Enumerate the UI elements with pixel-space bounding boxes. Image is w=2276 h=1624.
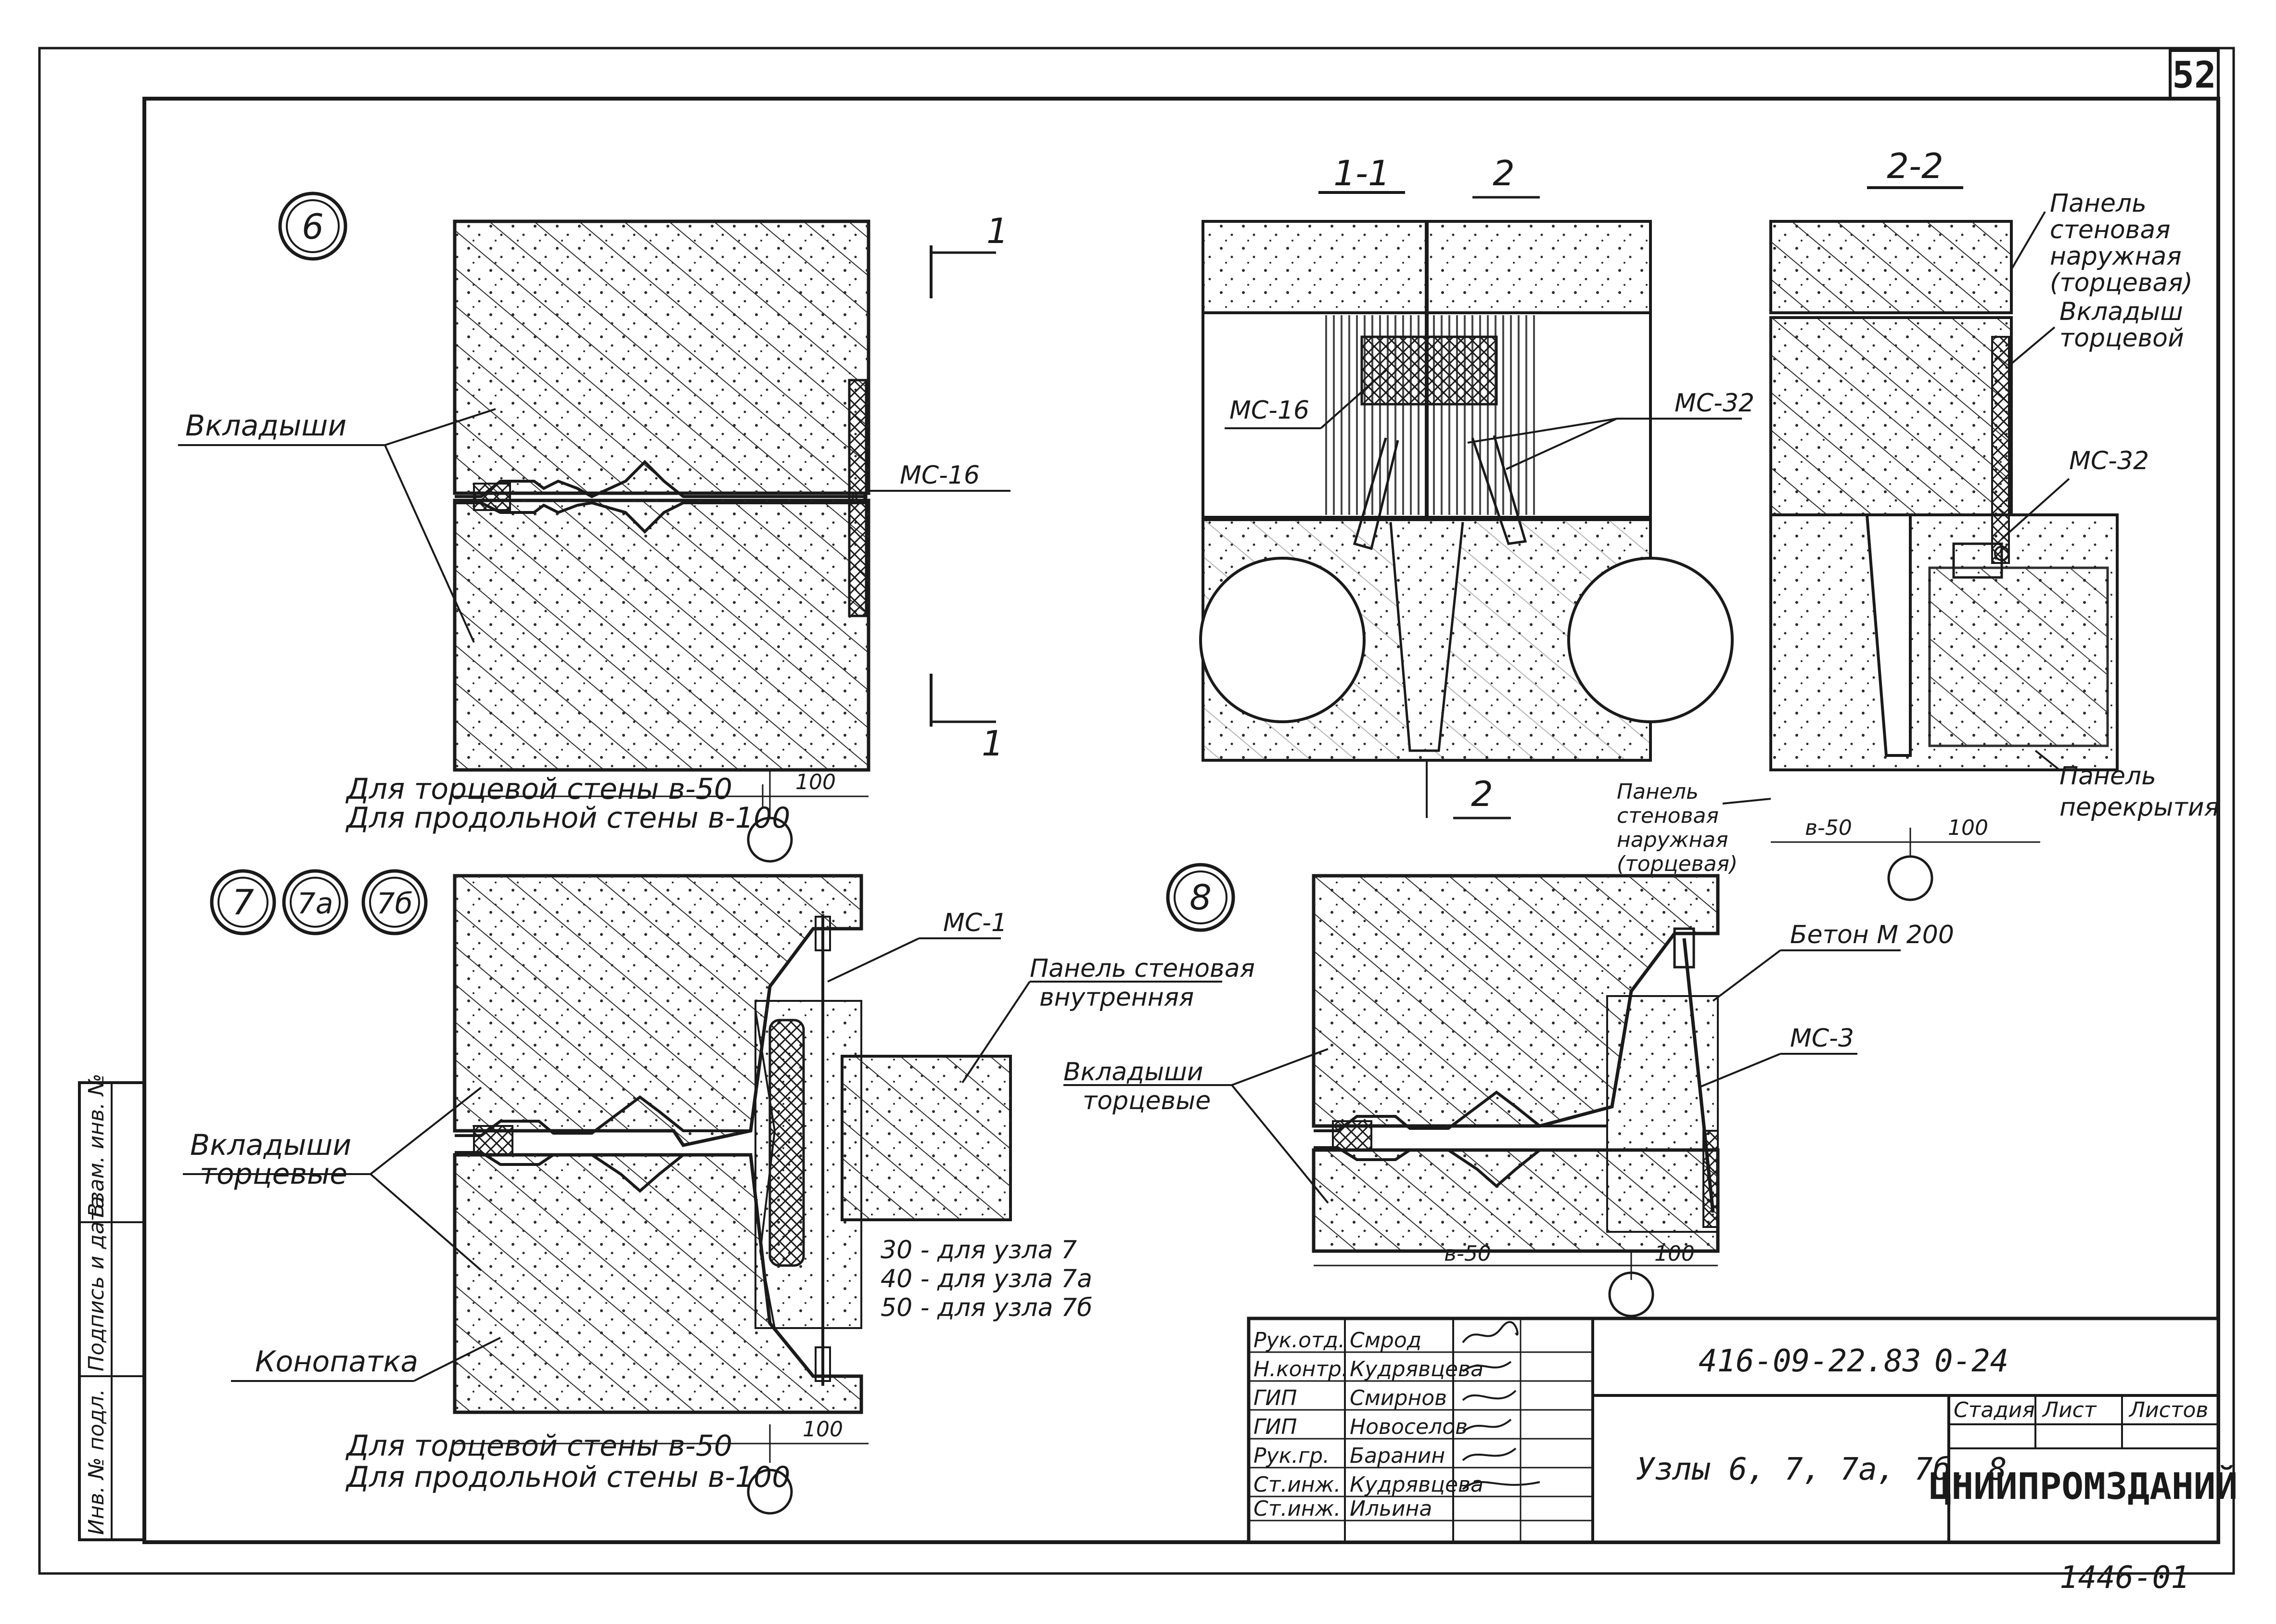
- tb-name-7: Ильина: [1350, 1496, 1432, 1521]
- node-7-note-1: Для торцевой стены в-50: [345, 1429, 732, 1463]
- node-7-dim-list-3: 50 - для узла 7б: [881, 1293, 1092, 1322]
- side-stamp-sign: Подпись и дата: [84, 1196, 109, 1371]
- section-2-2-panel-ext-4: (торцевая): [2050, 269, 2193, 297]
- node-6-dim: 100: [795, 770, 836, 794]
- node-7-panel-int-1: Панель стеновая: [1030, 954, 1255, 983]
- node-8-inserts-2: торцевые: [1083, 1087, 1211, 1115]
- node-7-dim-list-2: 40 - для узла 7а: [881, 1265, 1092, 1293]
- tb-role-4: ГИП: [1253, 1415, 1297, 1439]
- tb-name-2: Кудрявцева: [1350, 1357, 1483, 1381]
- tb-role-2: Н.контр.: [1253, 1357, 1348, 1381]
- sheet-number: 52: [2172, 53, 2216, 96]
- section-2-2-panel-ext-1: Панель: [2050, 189, 2147, 218]
- sheet-code-suffix: 0-24: [1934, 1343, 2008, 1379]
- section-1-1-title: 1-1: [1333, 153, 1390, 193]
- node-7-number: 7: [232, 882, 254, 922]
- section-2-2-insert-2: торцевой: [2059, 324, 2184, 353]
- sheet-number-box: 52: [2169, 49, 2220, 100]
- outer-frame: [38, 47, 2235, 1575]
- section-2-2: 2-2 Панель стеновая наружная (торцевая) …: [1617, 146, 2219, 901]
- section-2-2-floor-1: Панель: [2059, 762, 2156, 791]
- tb-stage-header: Стадия: [1954, 1398, 2035, 1422]
- node-8-dim-2: 100: [1654, 1241, 1695, 1266]
- signature-1: [1462, 1321, 1519, 1343]
- section-2-2-panel-ext2-3: наружная: [1617, 828, 1728, 852]
- section-2-2-panel-ext2-4: (торцевая): [1617, 852, 1738, 876]
- node-6-section-mark-top: 1: [986, 211, 1009, 251]
- node-7-caulk-label: Конопатка: [255, 1345, 418, 1379]
- tb-name-1: Смрод: [1350, 1328, 1421, 1353]
- tb-name-6: Кудрявцева: [1350, 1472, 1483, 1497]
- signature-2: [1462, 1361, 1512, 1372]
- signature-3: [1462, 1390, 1517, 1401]
- node-7a-number: 7а: [297, 887, 333, 921]
- tb-role-1: Рук.отд.: [1253, 1328, 1345, 1353]
- section-1-1-mark-bottom: 2: [1471, 774, 1493, 814]
- section-1-1-mark-top: 2: [1493, 153, 1515, 193]
- side-stamp-replace: Взам. инв. №: [84, 1074, 109, 1217]
- tb-role-5: Рук.гр.: [1253, 1444, 1330, 1468]
- node-8: 8 Бетон М 200 МС-3 Вкладыши торцевые в-5…: [1063, 863, 1954, 1317]
- section-1-1: 1-1 2 2 МС-16 МС-32: [1199, 153, 1754, 819]
- tb-role-3: ГИП: [1253, 1386, 1297, 1410]
- section-2-2-floor-2: перекрытия: [2059, 793, 2219, 822]
- node-8-ms3-label: МС-3: [1790, 1024, 1854, 1053]
- tb-role-7: Ст.инж.: [1253, 1496, 1341, 1521]
- side-stamp: Инв. № подл. Подпись и дата Взам. инв. №: [78, 1074, 146, 1541]
- node-7-inserts-2: торцевые: [200, 1157, 347, 1191]
- section-2-2-dim-1: в-50: [1805, 816, 1852, 840]
- tb-sheet-header: Лист: [2042, 1398, 2097, 1422]
- node-6-note-1: Для торцевой стены в-50: [345, 772, 732, 806]
- node-8-concrete-label: Бетон М 200: [1790, 921, 1954, 949]
- node-7-dim: 100: [803, 1417, 843, 1442]
- node-8-inserts-1: Вкладыши: [1063, 1058, 1203, 1087]
- section-2-2-title: 2-2: [1887, 146, 1944, 186]
- node-8-number: 8: [1189, 877, 1212, 918]
- sheet-title: Узлы 6, 7, 7а, 7б, 8: [1636, 1452, 2007, 1487]
- stamp-bottom: 1446-01: [2059, 1560, 2189, 1596]
- signature-5: [1462, 1447, 1517, 1461]
- node-7-note-2: Для продольной стены в-100: [345, 1460, 790, 1494]
- section-2-2-ms32: МС-32: [2069, 447, 2149, 475]
- section-2-2-panel-ext2-1: Панель: [1617, 780, 1699, 804]
- node-6-inserts-label: Вкладыши: [185, 409, 346, 443]
- organization: ЦНИИПРОМЗДАНИЙ: [1930, 1465, 2238, 1508]
- node-8-dim-1: в-50: [1444, 1241, 1491, 1266]
- section-2-2-panel-ext2-2: стеновая: [1617, 804, 1719, 828]
- inner-frame: [142, 97, 2220, 1544]
- section-2-2-insert-1: Вкладыш: [2059, 297, 2183, 326]
- side-stamp-inv: Инв. № подл.: [84, 1389, 109, 1535]
- node-7: 7 7а 7б МС-1 Панель стеновая внутренняя: [183, 869, 1255, 1515]
- node-7-inserts-1: Вкладыши: [190, 1128, 351, 1162]
- node-6-number: 6: [302, 206, 324, 247]
- section-1-1-ms32-label: МС-32: [1675, 389, 1754, 418]
- node-6-section-mark-bottom: 1: [982, 723, 1004, 764]
- node-6: 6 МС-16 Вкладыши 1 1 100 Для торцевой: [178, 192, 1010, 863]
- section-2-2-dim-2: 100: [1948, 816, 1988, 840]
- title-block: Рук.отд. Н.контр. ГИП ГИП Рук.гр. Ст.инж…: [1247, 1317, 2238, 1544]
- tb-name-5: Баранин: [1350, 1444, 1445, 1468]
- tb-name-3: Смирнов: [1350, 1386, 1447, 1410]
- section-2-2-panel-ext-3: наружная: [2050, 242, 2182, 271]
- node-6-note-2: Для продольной стены в-100: [345, 801, 790, 835]
- tb-sheets-header: Листов: [2128, 1398, 2208, 1422]
- node-7-dim-list-1: 30 - для узла 7: [881, 1236, 1077, 1265]
- node-7-panel-int-2: внутренняя: [1039, 983, 1194, 1012]
- node-7b-number: 7б: [376, 887, 412, 921]
- signature-4: [1462, 1419, 1512, 1432]
- tb-role-6: Ст.инж.: [1253, 1472, 1341, 1497]
- node-7-ms1-label: МС-1: [943, 908, 1007, 937]
- section-2-2-panel-ext-2: стеновая: [2050, 216, 2170, 244]
- section-1-1-ms16-label: МС-16: [1229, 396, 1309, 425]
- node-6-ms16-label: МС-16: [900, 461, 980, 490]
- signature-6: [1462, 1481, 1540, 1490]
- tb-name-4: Новоселов: [1350, 1415, 1468, 1439]
- sheet-code: 416-09-22.83: [1699, 1343, 1921, 1379]
